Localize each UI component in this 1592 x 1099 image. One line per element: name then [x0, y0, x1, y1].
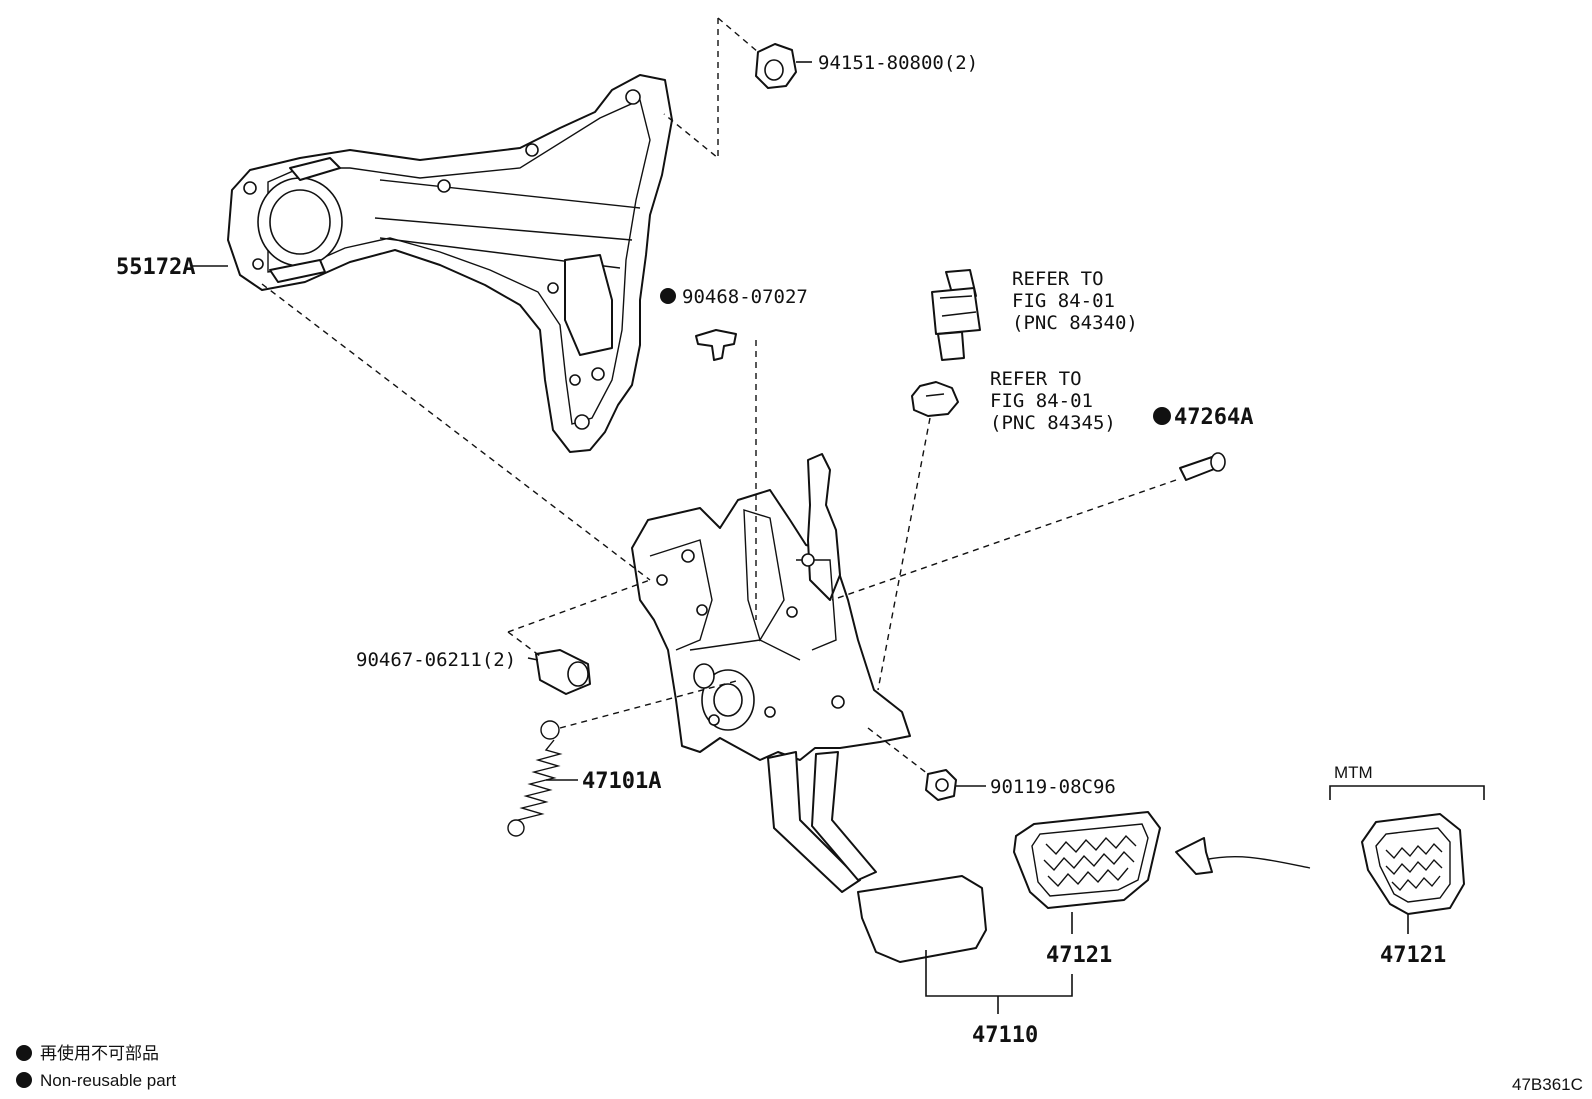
pedal-pad-main — [1013, 811, 1161, 909]
refer-note-1-line2: FIG 84-01 — [1012, 290, 1115, 312]
legend-marker-icon — [16, 1045, 32, 1061]
refer-note-1-line3: (PNC 84340) — [1012, 312, 1138, 334]
figure-code: 47B361C — [1512, 1075, 1583, 1094]
mtm-substitution-arrow — [1175, 837, 1311, 875]
refer-note-2-line1: REFER TO — [990, 368, 1082, 390]
clip-90468 — [695, 329, 737, 361]
label-90467: 90467-06211(2) — [356, 649, 516, 671]
legend-marker-icon — [16, 1072, 32, 1088]
label-47121-mtm: 47121 — [1380, 943, 1446, 968]
brake-pedal-assembly — [631, 453, 987, 963]
legend: 再使用不可部品 Non-reusable part — [16, 1043, 176, 1090]
label-mtm: MTM — [1334, 763, 1373, 782]
mtm-bracket — [1329, 785, 1485, 800]
label-55172a: 55172A — [116, 255, 195, 280]
nut-94151 — [755, 43, 797, 89]
label-90468: 90468-07027 — [682, 286, 808, 308]
refer-note-1-line1: REFER TO — [1012, 268, 1104, 290]
non-reusable-marker-icon — [1153, 407, 1171, 425]
assembly-lines — [261, 17, 1177, 775]
leader-lines — [192, 61, 1409, 1014]
refer-note-2-line3: (PNC 84345) — [990, 412, 1116, 434]
pedal-pad-mtm — [1361, 813, 1465, 915]
return-spring-47101a — [507, 720, 563, 837]
label-47110: 47110 — [972, 1023, 1038, 1048]
non-reusable-marker-icon — [660, 288, 676, 304]
label-94151: 94151-80800(2) — [818, 52, 978, 74]
pedal-support-bracket — [227, 74, 673, 453]
switch-cushion — [911, 381, 959, 417]
bushing-90467 — [535, 649, 591, 695]
pin-47264a — [1179, 452, 1226, 481]
legend-jp: 再使用不可部品 — [40, 1043, 159, 1063]
stop-lamp-switch — [931, 269, 981, 361]
bolt-90119 — [925, 769, 957, 801]
label-47121-main: 47121 — [1046, 943, 1112, 968]
label-90119: 90119-08C96 — [990, 776, 1116, 798]
label-47101a: 47101A — [582, 769, 661, 794]
refer-note-2-line2: FIG 84-01 — [990, 390, 1093, 412]
label-47264a: 47264A — [1174, 405, 1253, 430]
legend-en: Non-reusable part — [40, 1071, 176, 1090]
